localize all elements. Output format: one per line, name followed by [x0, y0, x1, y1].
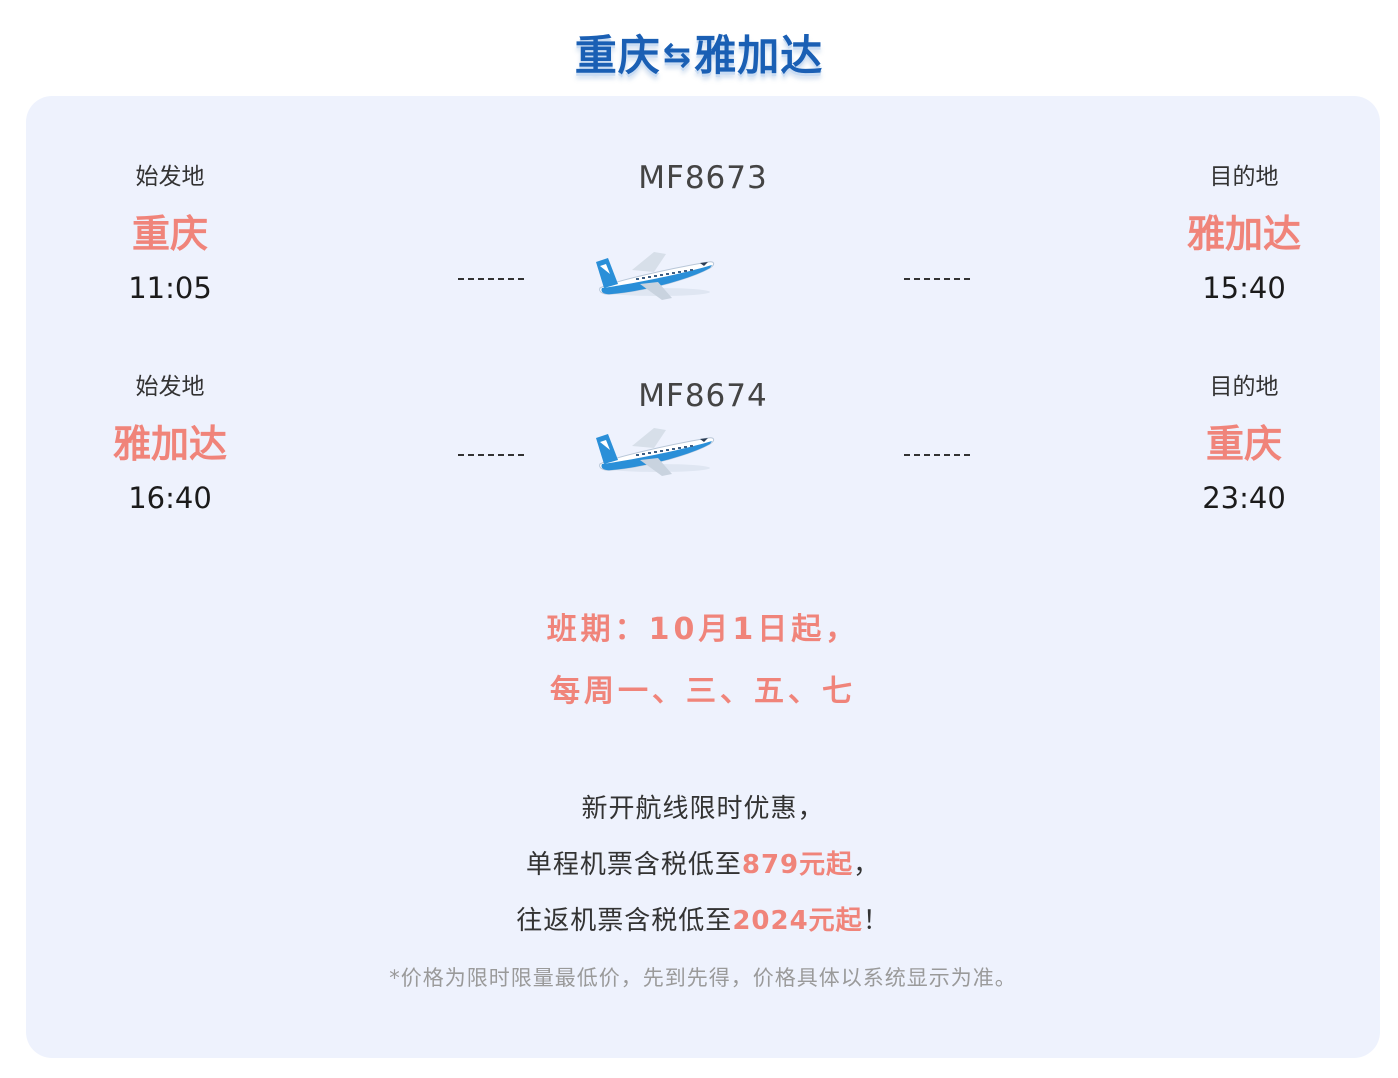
- route-dash-right: [904, 278, 970, 280]
- promo-one-way: 单程机票含税低至879元起，: [26, 844, 1380, 881]
- destination-block: 目的地 重庆 23:40: [1114, 370, 1374, 518]
- flight-number: MF8673: [638, 160, 768, 196]
- origin-block: 始发地 雅加达 16:40: [40, 370, 300, 518]
- flight-row-return: 始发地 雅加达 16:40 MF8674: [26, 370, 1380, 550]
- route-dash-left: [458, 278, 524, 280]
- promo-round-trip-price: 2024元起: [732, 906, 863, 936]
- destination-city: 雅加达: [1186, 212, 1301, 256]
- flight-info-card: 始发地 重庆 11:05 MF8673: [26, 96, 1380, 1058]
- flight-row-outbound: 始发地 重庆 11:05 MF8673: [26, 160, 1380, 340]
- destination-block: 目的地 雅加达 15:40: [1114, 160, 1374, 308]
- origin-city: 重庆: [131, 212, 208, 256]
- promo-one-way-text: 单程机票含税低至: [525, 850, 742, 880]
- origin-block: 始发地 重庆 11:05: [40, 160, 300, 308]
- destination-label: 目的地: [1209, 374, 1279, 400]
- arrival-time: 23:40: [1202, 481, 1286, 515]
- flight-number: MF8674: [638, 378, 768, 414]
- origin-label: 始发地: [135, 374, 205, 400]
- destination-label: 目的地: [1209, 164, 1279, 190]
- route-title-destination: 雅加达: [694, 31, 824, 80]
- arrival-time: 15:40: [1202, 271, 1286, 305]
- route-title-origin: 重庆: [574, 31, 661, 80]
- departure-time: 11:05: [128, 271, 212, 305]
- promo-one-way-punct: ，: [853, 850, 881, 880]
- route-title: 重庆⇆雅加达: [0, 22, 1398, 83]
- departure-time: 16:40: [128, 481, 212, 515]
- route-dash-left: [458, 454, 524, 456]
- route-dash-right: [904, 454, 970, 456]
- promo-round-trip: 往返机票含税低至2024元起！: [26, 900, 1380, 937]
- airplane-icon: [596, 428, 715, 476]
- swap-arrows-icon: ⇆: [662, 35, 693, 75]
- schedule-start-date: 班期：10月1日起，: [546, 612, 860, 647]
- promo-headline: 新开航线限时优惠，: [581, 794, 825, 824]
- promo-one-way-price: 879元起: [741, 850, 854, 880]
- origin-city: 雅加达: [112, 422, 227, 466]
- airplane-icon: [596, 252, 715, 300]
- promo-round-trip-punct: ！: [862, 906, 890, 936]
- origin-label: 始发地: [135, 164, 205, 190]
- destination-city: 重庆: [1205, 422, 1282, 466]
- price-disclaimer: *价格为限时限量最低价，先到先得，价格具体以系统显示为准。: [389, 966, 1017, 990]
- schedule-weekdays: 每周一、三、五、七: [550, 674, 856, 709]
- promo-round-trip-text: 往返机票含税低至: [516, 906, 733, 936]
